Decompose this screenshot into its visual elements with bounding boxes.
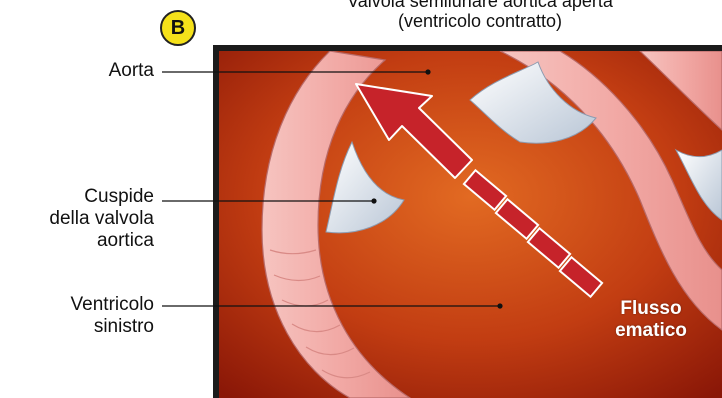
label-left-ventricle: Ventricolo sinistro [71,294,154,338]
label-ventricle-line-1: Ventricolo [71,294,154,316]
label-cusp-line-3: aortica [49,230,154,252]
label-aorta-text: Aorta [109,60,154,81]
label-cusp-line-1: Cuspide [49,186,154,208]
label-cusp: Cuspide della valvola aortica [49,186,154,252]
leader-dot-ventricle [498,304,502,308]
label-blood-flow: Flusso ematico [585,298,717,342]
leader-dot-aorta [426,70,430,74]
label-flow-line-2: ematico [585,320,717,342]
label-flow-line-1: Flusso [585,298,717,320]
label-ventricle-line-2: sinistro [71,316,154,338]
leader-dot-cusp [372,199,376,203]
label-aorta: Aorta [109,60,154,82]
label-cusp-line-2: della valvola [49,208,154,230]
